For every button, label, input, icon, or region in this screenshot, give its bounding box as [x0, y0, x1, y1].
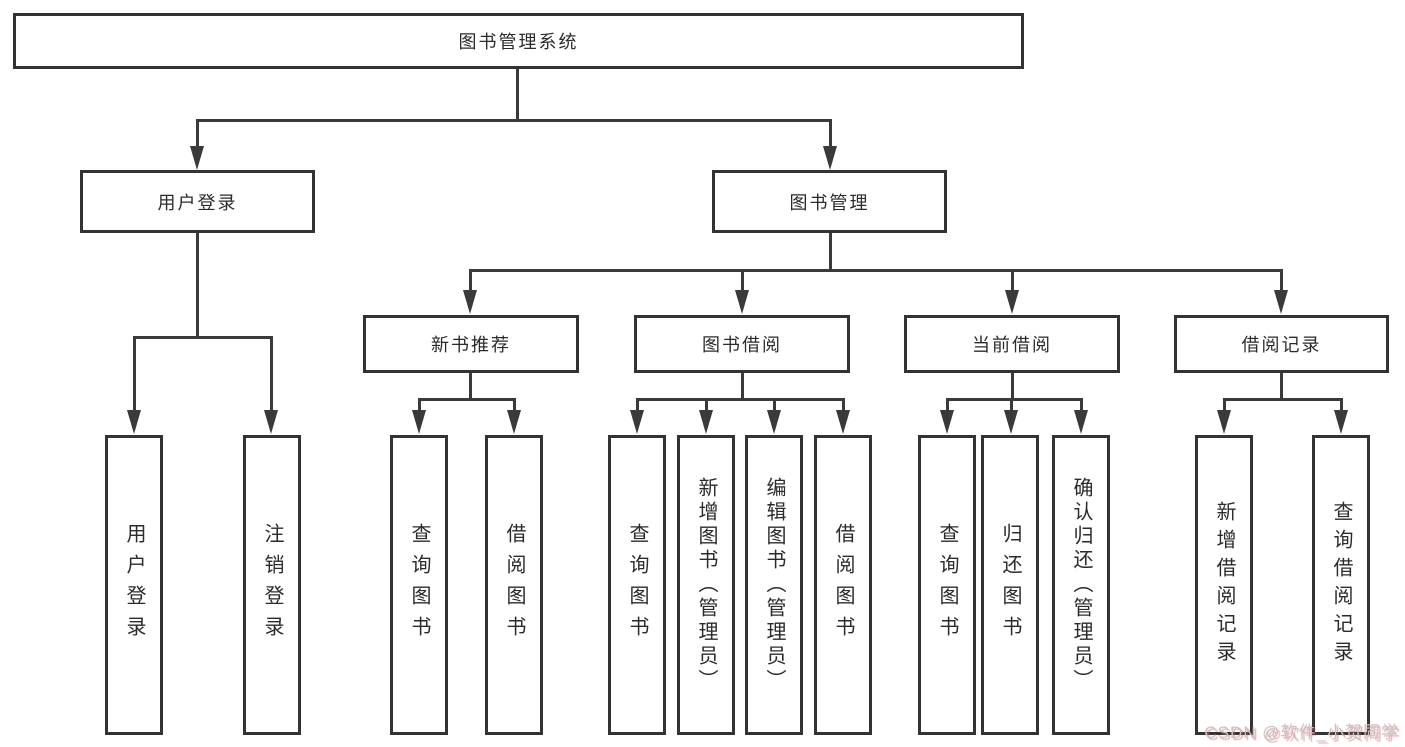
connector-arrow — [1005, 290, 1019, 314]
connector-line — [1223, 398, 1343, 401]
connector-line — [469, 373, 472, 401]
connector-line — [1080, 398, 1083, 412]
connector-line — [773, 398, 776, 412]
leaf-label: 确认归还（管理员） — [1070, 477, 1092, 693]
leaf-label: 新增借阅记录 — [1213, 501, 1235, 669]
connector-line — [418, 398, 516, 401]
connector-arrow — [1004, 410, 1018, 434]
connector-line — [946, 398, 949, 412]
leaf-borrow-books: 借阅图书 — [814, 435, 872, 735]
connector-line — [1010, 398, 1013, 412]
leaf-borrow-books-recommend: 借阅图书 — [485, 435, 543, 735]
leaf-add-books-admin: 新增图书（管理员） — [677, 435, 735, 735]
node-book-management: 图书管理 — [712, 170, 947, 233]
connector-line — [1280, 269, 1283, 292]
connector-line — [513, 398, 516, 412]
connector-line — [516, 69, 519, 120]
leaf-user-login: 用户登录 — [105, 435, 163, 735]
connector-line — [636, 398, 639, 412]
leaf-query-borrow-record: 查询借阅记录 — [1312, 435, 1370, 735]
connector-line — [1223, 398, 1226, 412]
leaf-edit-books-admin: 编辑图书（管理员） — [745, 435, 803, 735]
leaf-label: 编辑图书（管理员） — [763, 477, 785, 693]
connector-line — [469, 269, 1283, 272]
connector-line — [270, 336, 273, 412]
connector-arrow — [699, 410, 713, 434]
node-new-book-recommendation: 新书推荐 — [363, 315, 579, 373]
leaf-label: 归还图书 — [999, 523, 1021, 647]
leaf-return-books: 归还图书 — [981, 435, 1039, 735]
csdn-watermark: CSDN @软件_小贺同学 — [1204, 723, 1399, 742]
connector-line — [636, 398, 845, 401]
node-borrowing-records: 借阅记录 — [1174, 315, 1389, 373]
leaf-label: 借阅图书 — [503, 523, 525, 647]
connector-arrow — [507, 410, 521, 434]
connector-arrow — [767, 410, 781, 434]
leaf-add-borrow-record: 新增借阅记录 — [1195, 435, 1253, 735]
connector-line — [418, 398, 421, 412]
connector-line — [133, 336, 136, 412]
connector-arrow — [463, 290, 477, 314]
connector-line — [1280, 373, 1283, 401]
leaf-label: 查询借阅记录 — [1330, 501, 1352, 669]
connector-line — [946, 398, 1083, 401]
leaf-label: 新增图书（管理员） — [695, 477, 717, 693]
node-user-login: 用户登录 — [80, 170, 315, 233]
connector-arrow — [836, 410, 850, 434]
connector-arrow — [1217, 410, 1231, 434]
connector-arrow — [1334, 410, 1348, 434]
node-current-borrowing: 当前借阅 — [904, 315, 1120, 373]
connector-line — [196, 119, 832, 122]
leaf-logout: 注销登录 — [243, 435, 301, 735]
connector-arrow — [1074, 410, 1088, 434]
connector-arrow — [264, 410, 278, 434]
node-book-management-system: 图书管理系统 — [13, 13, 1024, 69]
connector-line — [829, 233, 832, 271]
node-book-borrowing: 图书借阅 — [634, 315, 850, 373]
connector-arrow — [630, 410, 644, 434]
connector-line — [469, 269, 472, 292]
connector-line — [842, 398, 845, 412]
connector-arrow — [940, 410, 954, 434]
connector-line — [705, 398, 708, 412]
leaf-confirm-return-admin: 确认归还（管理员） — [1052, 435, 1110, 735]
leaf-label: 查询图书 — [408, 523, 430, 647]
leaf-label: 用户登录 — [123, 523, 145, 647]
connector-line — [741, 269, 744, 292]
connector-arrow — [127, 410, 141, 434]
connector-line — [741, 373, 744, 401]
connector-arrow — [412, 410, 426, 434]
connector-line — [133, 336, 273, 339]
connector-line — [196, 119, 199, 149]
connector-arrow — [190, 146, 204, 170]
connector-line — [1340, 398, 1343, 412]
leaf-label: 查询图书 — [626, 523, 648, 647]
connector-arrow — [735, 290, 749, 314]
leaf-query-books-current: 查询图书 — [918, 435, 976, 735]
connector-line — [1011, 269, 1014, 292]
connector-line — [1011, 373, 1014, 401]
leaf-label: 注销登录 — [261, 523, 283, 647]
leaf-query-books-borrow: 查询图书 — [608, 435, 666, 735]
connector-line — [196, 233, 199, 338]
connector-arrow — [823, 146, 837, 170]
connector-line — [829, 119, 832, 149]
leaf-query-books-recommend: 查询图书 — [390, 435, 448, 735]
leaf-label: 借阅图书 — [832, 523, 854, 647]
leaf-label: 查询图书 — [936, 523, 958, 647]
connector-arrow — [1274, 290, 1288, 314]
